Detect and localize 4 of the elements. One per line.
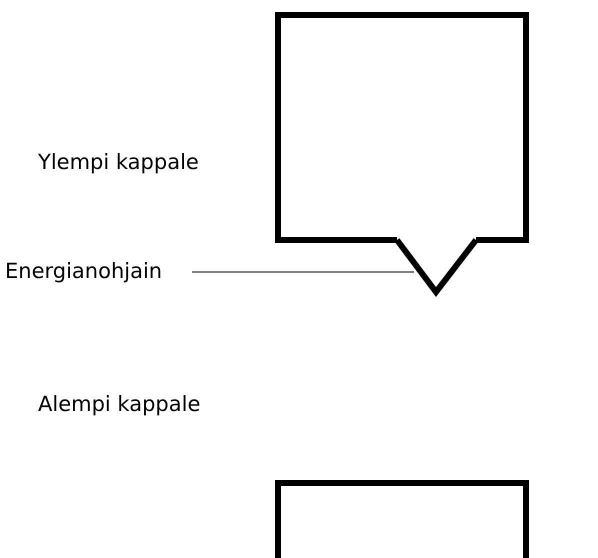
- energy-director-drawing: [394, 238, 478, 297]
- callout-label: Energianohjain: [5, 259, 162, 283]
- part-label: Alempi kappale: [38, 392, 200, 416]
- part-label: Ylempi kappale: [38, 150, 199, 174]
